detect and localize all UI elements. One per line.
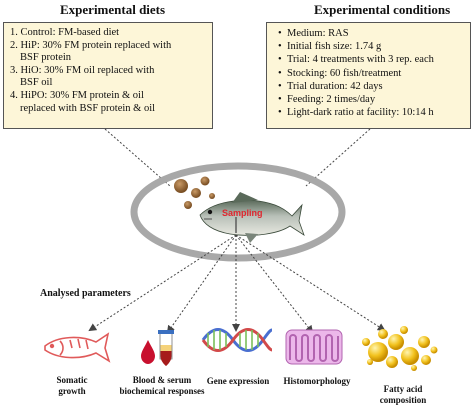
diet-item: BSF oil <box>20 77 53 89</box>
diet-item: 2. HiP: 30% FM protein replaced with <box>10 39 172 51</box>
diets-box: 1. Control: FM-based diet 2. HiP: 30% FM… <box>3 22 213 129</box>
diets-title: Experimental diets <box>60 2 166 17</box>
condition-item: Light-dark ratio at facility: 10:14 h <box>278 106 464 119</box>
condition-item: Feeding: 2 times/day <box>278 93 464 106</box>
label-somatic-growth: Somatic growth <box>56 375 88 396</box>
diets-connector <box>104 128 171 187</box>
oil-droplets-icon <box>362 326 438 371</box>
diet-item: replaced with BSF protein & oil <box>20 102 156 114</box>
fish-outline-icon <box>44 332 111 363</box>
label-gene-expression: Gene expression <box>206 376 270 386</box>
label-histomorphology: Histomorphology <box>283 376 351 386</box>
diet-item: 3. HiO: 30% FM oil replaced with <box>10 64 155 76</box>
conditions-box: Medium: RAS Initial fish size: 1.74 g Tr… <box>266 22 471 129</box>
experiment-ellipse <box>130 162 346 262</box>
label-fatty-acid: Fatty acid composition <box>379 384 427 405</box>
diet-item: 1. Control: FM-based diet <box>10 27 120 38</box>
condition-item: Trial duration: 42 days <box>278 80 464 93</box>
intestine-icon <box>285 329 343 365</box>
sampling-label: Sampling <box>222 208 263 218</box>
blood-tube-icon <box>141 330 174 366</box>
label-blood-serum: Blood & serum biochemical responses <box>119 375 205 396</box>
analysis-arrows <box>88 234 386 334</box>
conditions-title: Experimental conditions <box>314 2 451 17</box>
diet-item: BSF protein <box>20 52 72 64</box>
barramundi-fish-icon <box>199 192 305 243</box>
condition-item: Medium: RAS <box>278 27 464 40</box>
condition-item: Trial: 4 treatments with 3 rep. each <box>278 53 464 66</box>
dna-icon <box>201 328 273 352</box>
feed-pellets-icon <box>174 176 215 209</box>
condition-item: Initial fish size: 1.74 g <box>278 40 464 53</box>
conditions-connector <box>305 128 371 187</box>
diet-item: 4. HiPO: 30% FM protein & oil <box>10 89 144 101</box>
analysed-title: Analysed parameters <box>40 288 131 299</box>
condition-item: Stocking: 60 fish/treatment <box>278 67 464 80</box>
